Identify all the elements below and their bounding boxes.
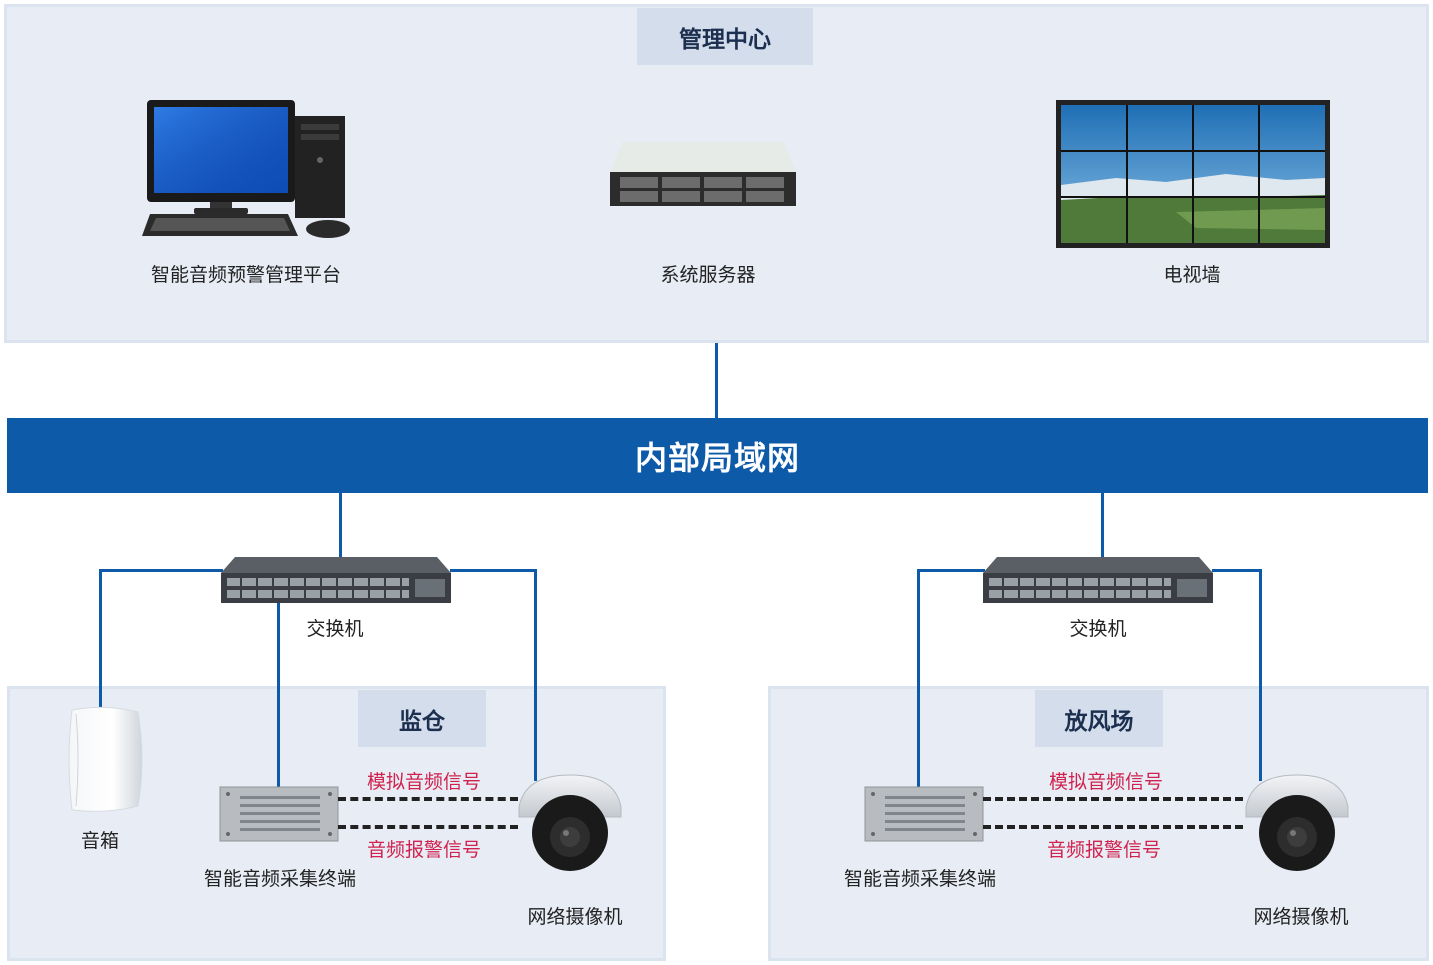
management-center-title: 管理中心 [637,8,813,65]
left-terminal-label: 智能音频采集终端 [203,868,356,890]
left-speaker-vertical [99,569,102,709]
right-alarm-signal-line [983,825,1243,829]
left-zone-title: 监仓 [358,690,486,747]
left-camera-icon [518,774,622,871]
right-terminal-icon [864,786,984,842]
right-terminal-label: 智能音频采集终端 [843,868,996,890]
left-switch-label: 交换机 [306,618,364,640]
right-alarm-signal-label: 音频报警信号 [1047,839,1162,861]
computer-icon [142,100,350,238]
left-analog-signal-line [338,797,518,801]
right-terminal-vertical [917,569,920,787]
left-terminal-icon [219,786,339,842]
right-switch-icon [983,557,1213,603]
uplink-line [715,343,718,418]
lan-bar: 内部局域网 [7,418,1428,493]
video-wall-label: 电视墙 [1163,264,1221,286]
right-camera-label: 网络摄像机 [1253,906,1349,928]
right-analog-signal-label: 模拟音频信号 [1049,771,1164,793]
video-wall-icon [1056,100,1330,248]
left-camera-label: 网络摄像机 [527,906,623,928]
platform-label: 智能音频预警管理平台 [150,264,341,286]
left-camera-horizontal [450,569,537,572]
left-switch-uplink [339,493,342,557]
right-camera-horizontal [1212,569,1262,572]
left-switch-icon [221,557,451,603]
right-camera-vertical [1259,569,1262,781]
left-speaker-horizontal [99,569,223,572]
right-terminal-horizontal [917,569,985,572]
speaker-label: 音箱 [80,830,119,852]
right-analog-signal-line [983,797,1243,801]
left-terminal-line [277,600,280,787]
left-camera-vertical [534,569,537,781]
left-alarm-signal-line [338,825,518,829]
right-zone-title: 放风场 [1035,690,1163,747]
right-camera-icon [1245,774,1349,871]
right-switch-uplink [1101,493,1104,557]
speaker-icon [68,706,143,812]
server-label: 系统服务器 [660,264,756,286]
right-switch-label: 交换机 [1069,618,1127,640]
left-analog-signal-label: 模拟音频信号 [367,771,482,793]
server-icon [610,142,796,206]
left-alarm-signal-label: 音频报警信号 [367,839,482,861]
